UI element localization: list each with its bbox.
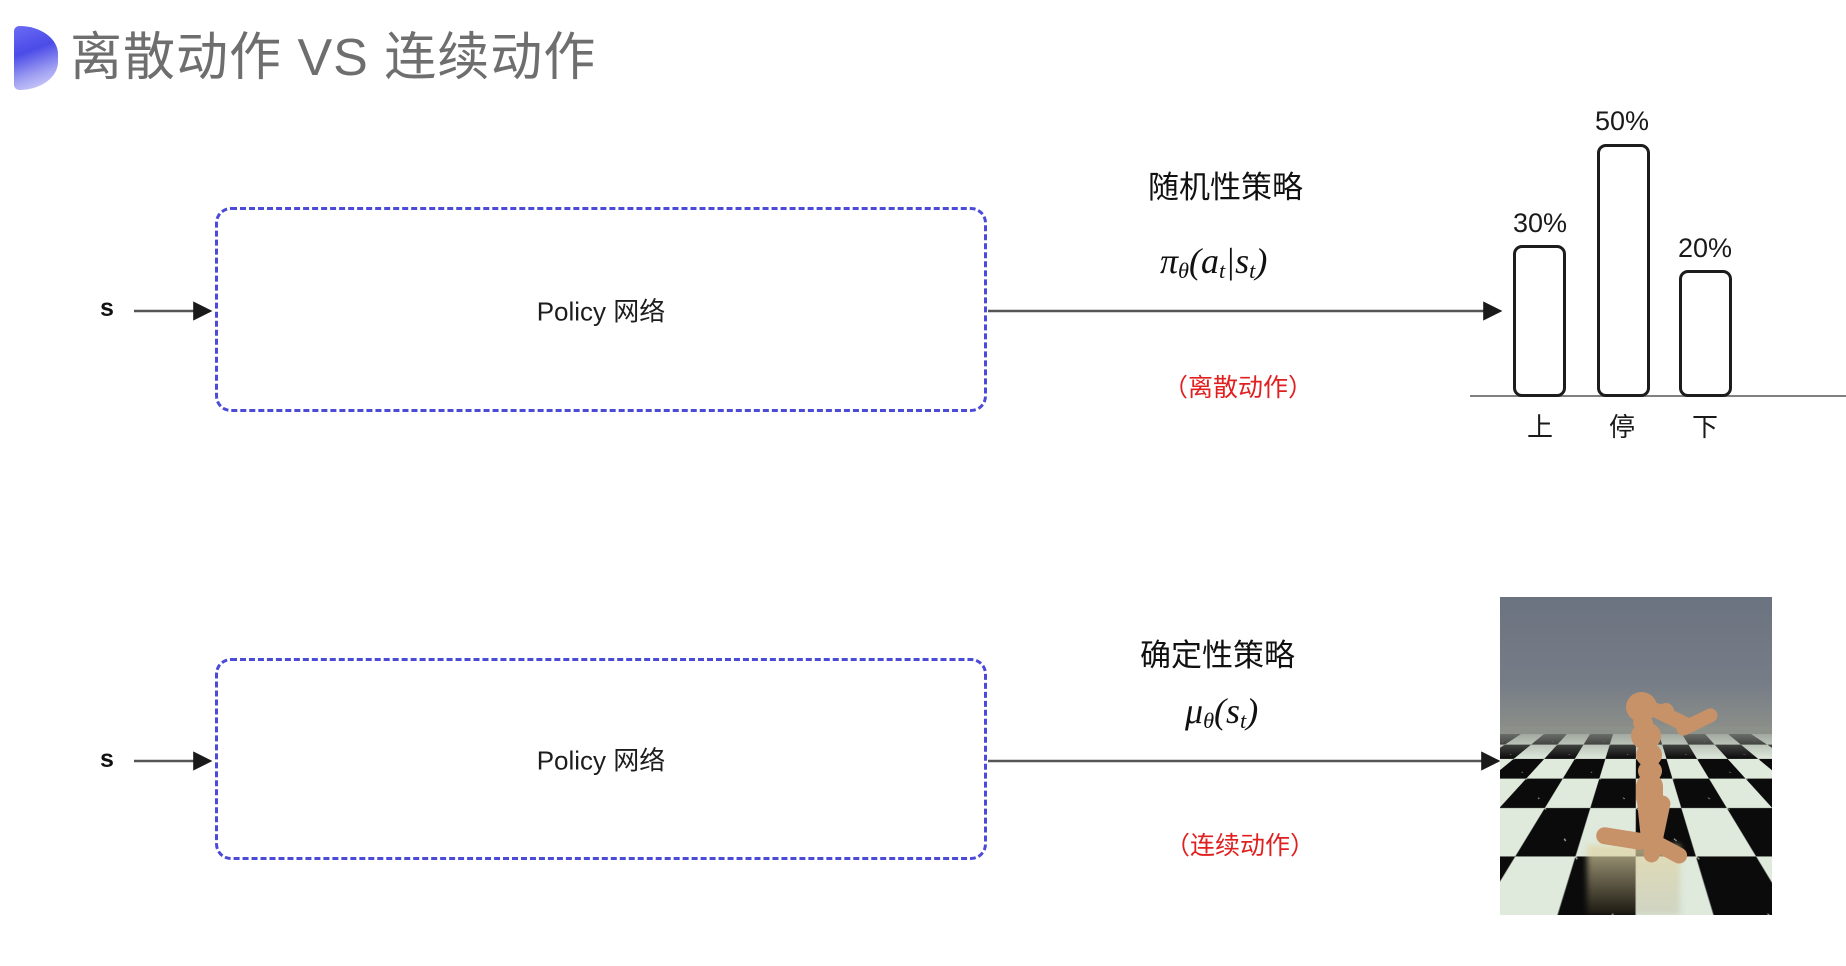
formula-open-a: (a	[1189, 241, 1220, 281]
input-label-state-1: s	[100, 294, 114, 322]
formula-open-s: (s	[1214, 691, 1241, 731]
policy-network-box-continuous[interactable]: Policy 网络	[215, 658, 987, 860]
discrete-action-note: （离散动作）	[1163, 374, 1314, 402]
formula-close-2: )	[1246, 691, 1259, 731]
formula-mu: μ	[1185, 691, 1204, 731]
stochastic-policy-title: 随机性策略	[1148, 170, 1303, 205]
stochastic-policy-formula: πθ(at|st)	[1160, 240, 1267, 284]
deterministic-policy-title: 确定性策略	[1140, 638, 1295, 673]
humanoid-hand	[1658, 703, 1674, 719]
bar-rect-0	[1513, 245, 1566, 397]
input-label-state-2: s	[100, 745, 114, 773]
chart-baseline-axis	[1470, 395, 1846, 397]
bar-value-label-2: 20%	[1677, 233, 1733, 263]
bar-value-label-1: 50%	[1594, 106, 1650, 136]
formula-t-sub-s-2: t	[1240, 707, 1247, 733]
bar-category-label-0: 上	[1526, 412, 1553, 442]
policy-network-label-continuous: Policy 网络	[536, 745, 666, 776]
humanoid-simulation-image	[1500, 597, 1772, 915]
formula-bar-s: |s	[1225, 241, 1250, 281]
bar-category-label-1: 停	[1608, 412, 1635, 442]
discrete-action-bar-chart: 30% 上 50% 停 20% 下	[1470, 106, 1846, 455]
formula-theta-sub-2: θ	[1203, 707, 1215, 733]
formula-pi: π	[1160, 241, 1179, 281]
bar-rect-1	[1597, 144, 1650, 397]
formula-theta-sub: θ	[1178, 257, 1190, 283]
bar-category-label-2: 下	[1691, 412, 1718, 442]
formula-t-sub-s: t	[1249, 257, 1256, 283]
title-decoration-shape	[14, 26, 58, 90]
formula-t-sub-a: t	[1219, 257, 1226, 283]
bar-value-label-0: 30%	[1512, 208, 1568, 238]
page-title: 离散动作 VS 连续动作	[70, 29, 597, 87]
bar-rect-2	[1679, 270, 1732, 397]
formula-close: )	[1255, 241, 1268, 281]
policy-network-box-discrete[interactable]: Policy 网络	[215, 207, 987, 412]
deterministic-policy-formula: μθ(st)	[1185, 690, 1258, 734]
continuous-action-note: （连续动作）	[1165, 832, 1316, 860]
policy-network-label-discrete: Policy 网络	[536, 296, 666, 326]
